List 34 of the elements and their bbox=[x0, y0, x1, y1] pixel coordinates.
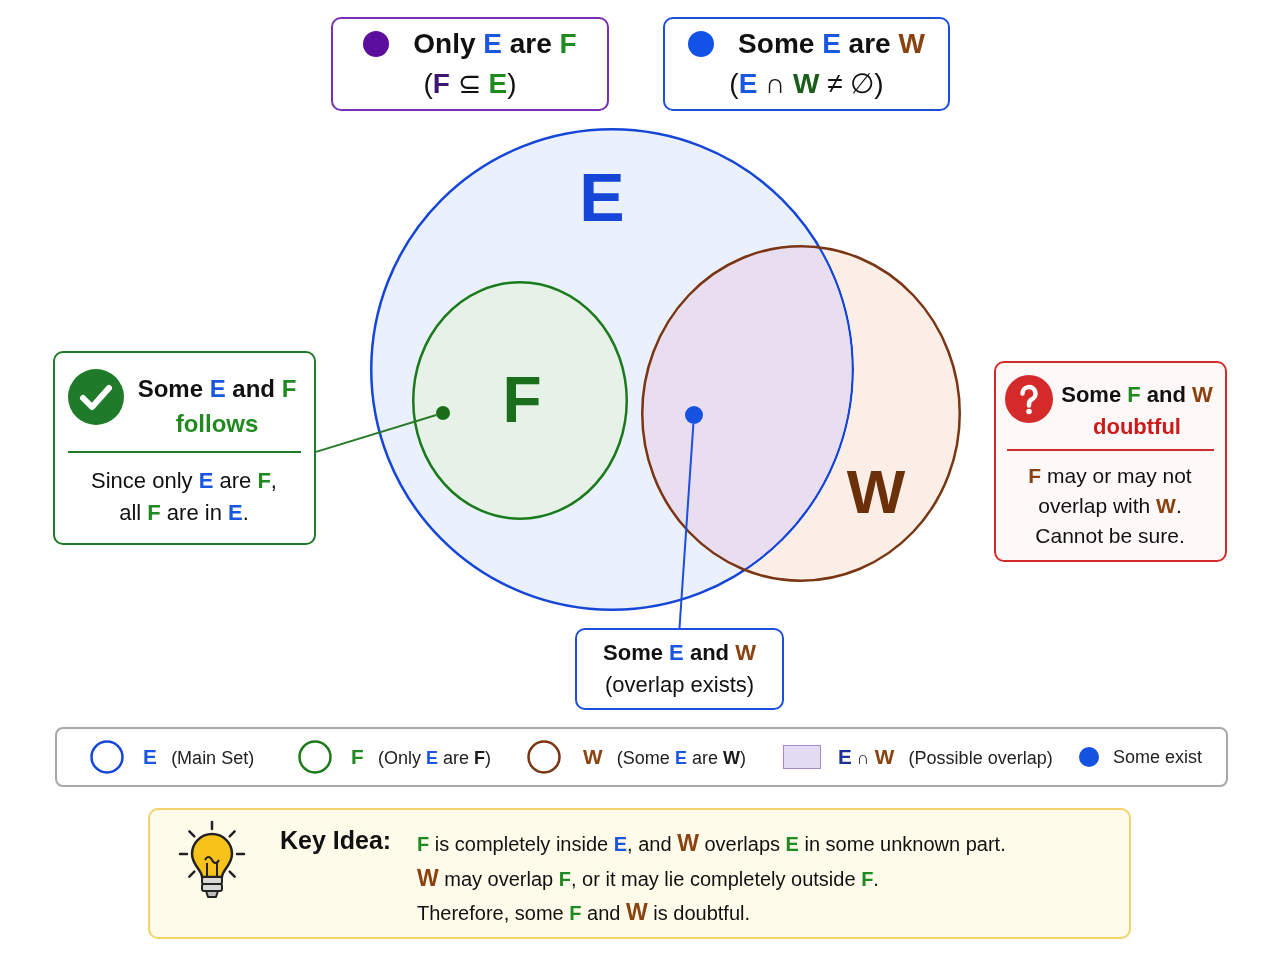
set-letter: E bbox=[579, 163, 625, 231]
statement-text: Some E are W bbox=[738, 27, 925, 61]
callout-heading: Some E and W bbox=[603, 639, 756, 667]
conclusion-heading: Some E and F follows bbox=[136, 374, 298, 439]
leader-line bbox=[315, 414, 438, 453]
key-idea-panel bbox=[148, 808, 1131, 939]
conclusion-card bbox=[53, 351, 316, 545]
legend-text: E ∩ W (Possible overlap) bbox=[838, 743, 1053, 770]
explanation-text: F may or may not overlap with W. Cannot be sure. bbox=[1027, 463, 1193, 549]
set-letter: W bbox=[846, 461, 906, 523]
legend-text: F (Only E are F) bbox=[351, 743, 491, 770]
dot-icon bbox=[436, 406, 450, 420]
statement-box bbox=[663, 17, 950, 111]
leader-line bbox=[678, 423, 695, 629]
explanation-text: Since only E are F, all F are in E. bbox=[90, 467, 278, 527]
legend-text: E (Main Set) bbox=[143, 743, 255, 770]
statement-box bbox=[331, 17, 609, 111]
set-notation: (E ∩ W ≠ ∅) bbox=[729, 67, 884, 101]
conclusion-card bbox=[994, 361, 1227, 562]
key-idea-text: F is completely inside E, and W overlaps E in some unknown part. bbox=[417, 829, 1006, 858]
callout-box bbox=[575, 628, 784, 710]
legend-text: Some exist bbox=[1113, 746, 1203, 769]
key-idea-text: Therefore, some F and W is doubtful. bbox=[417, 898, 750, 927]
key-idea-label: Key Idea: bbox=[280, 825, 392, 856]
statement-text: Only E are F bbox=[413, 27, 577, 61]
set-letter: F bbox=[502, 368, 542, 432]
set-notation: (F ⊆ E) bbox=[423, 67, 517, 101]
set-circle bbox=[412, 281, 628, 520]
callout-text: (overlap exists) bbox=[604, 671, 755, 699]
conclusion-heading: Some F and W doubtful bbox=[1060, 381, 1214, 441]
legend-text: W (Some E are W) bbox=[583, 743, 746, 770]
dot-icon bbox=[685, 406, 703, 424]
key-idea-text: W may overlap F, or it may lie completely outside F. bbox=[417, 863, 879, 893]
set-circle bbox=[641, 245, 961, 582]
